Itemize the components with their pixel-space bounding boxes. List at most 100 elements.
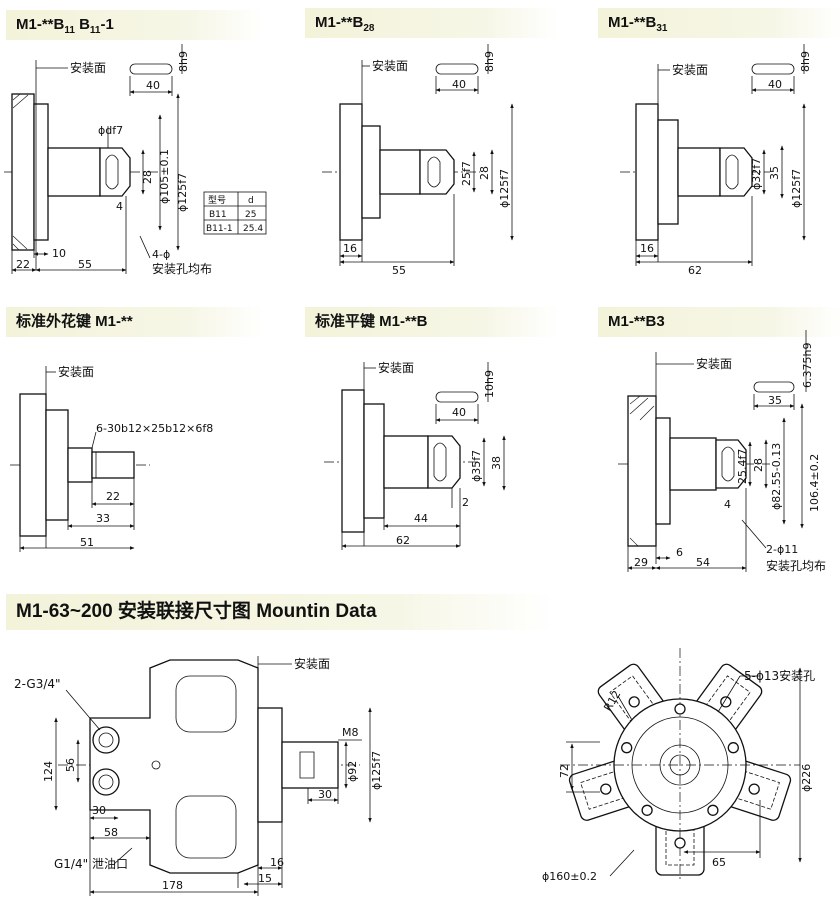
b3-d82: ϕ82.55-0.13: [770, 443, 783, 510]
bolt-hole: [727, 742, 739, 754]
b11-mount-face: 安装面: [70, 60, 106, 75]
b11-d22: 22: [16, 258, 30, 271]
drawing-b3: 安装面 35 6.375h9 25.4f7 28 ϕ82.55-0.13 106…: [618, 330, 826, 573]
mount-d15: 15: [258, 872, 272, 885]
mount-d72: 72: [558, 764, 571, 778]
b3-mount-face: 安装面: [696, 356, 732, 371]
bolt-hole: [621, 742, 633, 754]
header-b31: M1-**B31: [598, 8, 840, 38]
mount-d125: ϕ125f7: [370, 751, 383, 790]
b11-d105: ϕ105±0.1: [158, 149, 171, 204]
bolt-hole: [641, 804, 653, 816]
bolt-hole: [707, 804, 719, 816]
b31-d125: ϕ125f7: [790, 169, 803, 208]
flatkey-d35: ϕ35f7: [470, 450, 483, 482]
b28-key-len: 40: [452, 78, 466, 91]
mount-side-mount-face: 安装面: [294, 656, 330, 671]
mount-d30b: 30: [318, 788, 332, 801]
bolt-hole: [748, 783, 760, 795]
header-b28-sub: 28: [363, 23, 375, 34]
bolt-hole: [600, 783, 612, 795]
b28-key: 8h9: [483, 51, 496, 72]
b3-d106: 106.4±0.2: [808, 454, 821, 512]
bolt-hole: [628, 696, 640, 708]
b11-model-table: 型号 d B11 25 B11-1 25.4: [203, 191, 267, 235]
b28-d28: 28: [478, 166, 491, 180]
b31-key-len: 40: [768, 78, 782, 91]
drawing-mount-front: 72 R12 5-ϕ13安装孔 ϕ226 65 ϕ160±0.2: [542, 648, 815, 883]
b31-d16: 16: [640, 242, 654, 255]
flatkey-d62: 62: [396, 534, 410, 547]
b28-d125: ϕ125f7: [498, 169, 511, 208]
b3-d6: 6: [676, 546, 683, 559]
b3-d54: 54: [696, 556, 710, 569]
mount-d56: 56: [64, 758, 77, 772]
mount-d65: 65: [712, 856, 726, 869]
header-flatkey: 标准平键 M1-**B: [305, 307, 559, 337]
b3-d4: 4: [724, 498, 731, 511]
mount-d58: 58: [104, 826, 118, 839]
drawing-b31: 安装面 40 8h9 ϕ32f7 35 ϕ125f7 16 62: [620, 44, 812, 277]
b11-d4: 4: [116, 200, 123, 213]
spline-mount-face: 安装面: [58, 364, 94, 379]
b11-key: 8h9: [177, 51, 190, 72]
b11-table-r2c1: B11-1: [206, 224, 233, 234]
b11-df: ϕdf7: [98, 124, 123, 137]
b11-holes-even: 安装孔均布: [152, 261, 212, 276]
mount-d92: ϕ92: [346, 761, 359, 782]
header-b11-sub2: 11: [89, 25, 101, 36]
header-b28: M1-**B28: [305, 8, 559, 38]
b3-d25: 25.4f7: [736, 449, 749, 484]
b11-table-r1c1: B11: [209, 210, 227, 220]
b11-d28: 28: [141, 170, 154, 184]
flatkey-d2: 2: [462, 496, 469, 509]
drawing-spline: 安装面 6-30b12×25b12×6f8 22 33 51: [10, 364, 213, 552]
b3-d28: 28: [752, 458, 765, 472]
b11-key-len: 40: [146, 79, 160, 92]
mount-m8: M8: [342, 726, 359, 739]
spline-spec: 6-30b12×25b12×6f8: [96, 422, 213, 435]
header-mounting: M1-63~200 安装联接尺寸图 Mountin Data: [6, 594, 556, 630]
b11-table-r1c2: 25: [245, 210, 256, 220]
drawing-b11: 安装面 40 8h9 ϕdf7 28 ϕ105±0.1 ϕ125f7 4 10 …: [4, 44, 267, 276]
mount-drain: G1/4" 泄油口: [54, 857, 128, 871]
flatkey-key: 10h9: [483, 370, 496, 398]
b11-d55: 55: [78, 258, 92, 271]
b3-holes-even: 安装孔均布: [766, 558, 826, 573]
mount-d30a: 30: [92, 804, 106, 817]
b11-table-h2: d: [248, 196, 254, 206]
mount-holes: 5-ϕ13安装孔: [744, 668, 815, 683]
b3-key: 6.375h9: [801, 343, 814, 388]
b31-mount-face: 安装面: [672, 62, 708, 77]
mount-d160: ϕ160±0.2: [542, 870, 597, 883]
spline-d51: 51: [80, 536, 94, 549]
header-b11-sub1: 11: [64, 25, 75, 36]
header-b28-main: M1-**B: [315, 14, 364, 31]
mount-d124: 124: [42, 761, 55, 782]
header-b3: M1-**B3: [598, 307, 840, 337]
bolt-hole: [720, 696, 732, 708]
spline-d22: 22: [106, 490, 120, 503]
drawing-flatkey: 安装面 40 10h9 ϕ35f7 38 2 44 62: [324, 360, 506, 550]
mount-ports: 2-G3/4": [14, 677, 61, 691]
b11-d10: 10: [52, 247, 66, 260]
spline-d33: 33: [96, 512, 110, 525]
b11-table-r2c2: 25.4: [243, 224, 263, 234]
b28-d16: 16: [343, 242, 357, 255]
b28-mount-face: 安装面: [372, 58, 408, 73]
bolt-hole: [674, 703, 686, 715]
flatkey-d38: 38: [490, 456, 503, 470]
mount-d16: 16: [270, 856, 284, 869]
b11-holes: 4-ϕ: [152, 248, 170, 261]
header-b31-sub: 31: [656, 23, 668, 34]
header-b11-mid: B: [74, 16, 90, 33]
b3-holes: 2-ϕ11: [766, 543, 798, 556]
header-b31-main: M1-**B: [608, 14, 657, 31]
mount-d178: 178: [162, 879, 183, 892]
mount-d226: ϕ226: [800, 764, 813, 792]
flatkey-key-len: 40: [452, 406, 466, 419]
drawing-b28: 安装面 40 8h9 25f7 28 ϕ125f7 16 55: [322, 44, 514, 277]
b11-d125: ϕ125f7: [176, 173, 189, 212]
b3-key-len: 35: [768, 394, 782, 407]
